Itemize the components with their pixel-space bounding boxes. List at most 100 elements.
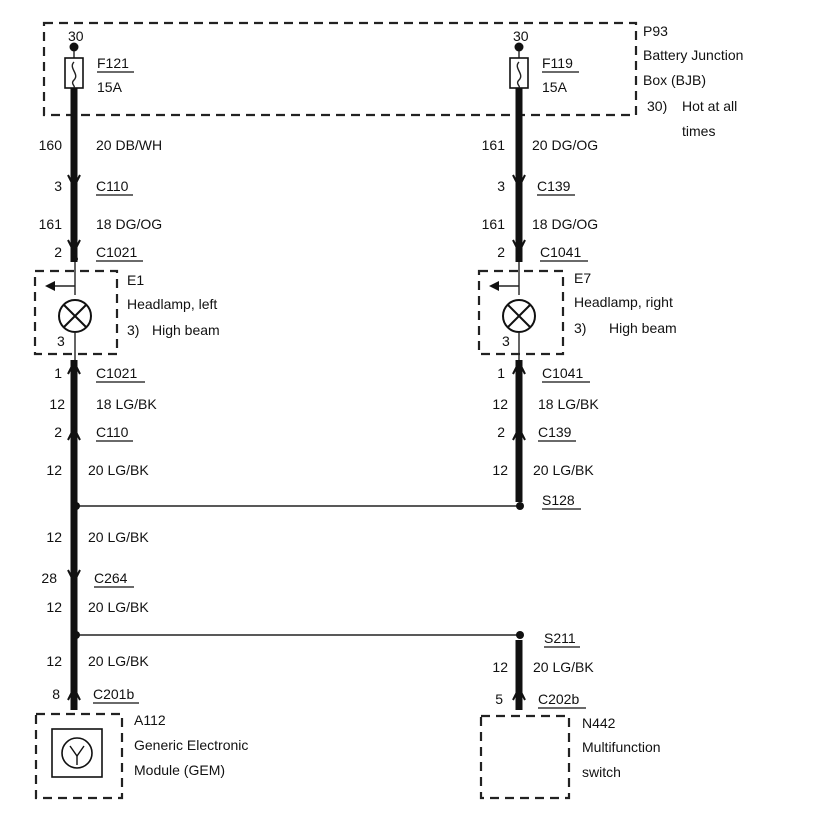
bjb-name-line2: Box (BJB): [643, 72, 706, 88]
fuse-f121-element: [71, 61, 77, 89]
left-connector-pin: 2: [54, 244, 62, 260]
left-connector-label: C110: [96, 424, 129, 440]
right-wire-label: 20 DG/OG: [532, 137, 598, 153]
left-connector-pin: 28: [41, 570, 57, 586]
gem-module-line2: Module (GEM): [134, 762, 225, 778]
headlamp-left-note: High beam: [152, 322, 220, 338]
fuse-f121-terminal: [69, 42, 79, 52]
splice-s128-left-dot: [72, 502, 80, 510]
left-wire-circuit: 12: [46, 529, 62, 545]
fuse-f119-rating: 15A: [542, 79, 568, 95]
left-connector-label: C110: [96, 178, 129, 194]
right-wire-circuit: 161: [482, 137, 506, 153]
bjb-note-num: 30): [647, 98, 667, 114]
splice-s211-right-dot: [516, 631, 524, 639]
gem-module-symbol-icon: [61, 737, 93, 769]
left-connector-pin: 3: [54, 178, 62, 194]
fuse-f119-pin: 30: [513, 28, 529, 44]
headlamp-left-note-num: 3): [127, 322, 139, 338]
left-connector-label: C264: [94, 570, 128, 586]
left-wire-circuit: 161: [39, 216, 63, 232]
headlamp-right-id: E7: [574, 270, 591, 286]
c1041-upper-connector-arrow: [512, 239, 526, 255]
headlamp-left-arrow: [45, 281, 55, 291]
gem-module-line1: Generic Electronic: [134, 737, 248, 753]
right-wire-circuit: 12: [492, 396, 508, 412]
battery-junction-box-outline: [42, 21, 638, 117]
right-connector-pin: 2: [497, 244, 505, 260]
left-wire-label: 20 LG/BK: [88, 529, 149, 545]
splice-s128-right-dot: [516, 502, 524, 510]
fuse-f119-element: [516, 61, 522, 89]
multifunction-switch-id: N442: [582, 715, 616, 731]
headlamp-right-pin: 3: [502, 333, 510, 349]
bjb-name-line1: Battery Junction: [643, 47, 743, 63]
right-connector-label: C139: [538, 424, 572, 440]
c139-connector-arrow: [512, 174, 526, 190]
splice-s128-label: S128: [542, 492, 575, 508]
right-wire-circuit: 12: [492, 659, 508, 675]
c264-connector-arrow: [67, 569, 81, 585]
gem-module-id: A112: [134, 712, 166, 728]
left-connector-label: C201b: [93, 686, 134, 702]
c139-lower-connector-arrow: [512, 425, 526, 441]
headlamp-left-pin: 3: [57, 333, 65, 349]
left-connector-pin: 2: [54, 424, 62, 440]
headlamp-right-note: High beam: [609, 320, 677, 336]
left-wire-label: 20 LG/BK: [88, 653, 149, 669]
c110-lower-connector-arrow: [67, 425, 81, 441]
c110-connector-arrow: [67, 174, 81, 190]
headlamp-right-arrow: [489, 281, 499, 291]
right-connector-label: C139: [537, 178, 571, 194]
multifunction-switch-line2: switch: [582, 764, 621, 780]
c1021-lower-connector-arrow: [67, 359, 81, 375]
headlamp-left-id: E1: [127, 272, 144, 288]
right-wire-label: 18 LG/BK: [538, 396, 599, 412]
c1021-upper-connector-arrow: [67, 239, 81, 255]
gem-module-outline: [34, 712, 124, 800]
left-wire-circuit: 160: [39, 137, 63, 153]
fuse-f121-pin: 30: [68, 28, 84, 44]
left-wire-label: 20 LG/BK: [88, 462, 149, 478]
splice-s211-left-dot: [72, 631, 80, 639]
left-wire-label: 20 DB/WH: [96, 137, 162, 153]
right-wire-circuit: 12: [492, 462, 508, 478]
right-connector-pin: 2: [497, 424, 505, 440]
left-wire-circuit: 12: [49, 396, 65, 412]
c201b-connector-arrow: [67, 685, 81, 701]
bjb-note-line1: Hot at all: [682, 98, 737, 114]
left-wire-circuit: 12: [46, 653, 62, 669]
right-connector-pin: 3: [497, 178, 505, 194]
c202b-connector-arrow: [512, 685, 526, 701]
splice-s211-label: S211: [544, 630, 576, 646]
left-wire-circuit: 12: [46, 599, 62, 615]
left-connector-label: C1021: [96, 244, 137, 260]
c1041-lower-connector-arrow: [512, 359, 526, 375]
multifunction-switch-outline: [479, 714, 571, 800]
gem-module-inner-box: [51, 728, 103, 778]
headlamp-right-outline: [477, 269, 565, 356]
left-connector-pin: 8: [52, 686, 60, 702]
right-connector-pin: 1: [497, 365, 505, 381]
left-wire-label: 20 LG/BK: [88, 599, 149, 615]
fuse-f119-id: F119: [542, 55, 573, 71]
fuse-f119-terminal: [514, 42, 524, 52]
left-wire-label: 18 LG/BK: [96, 396, 157, 412]
right-connector-label: C1041: [540, 244, 581, 260]
left-wire-circuit: 12: [46, 462, 62, 478]
left-connector-pin: 1: [54, 365, 62, 381]
left-connector-label: C1021: [96, 365, 137, 381]
headlamp-left-outline: [33, 269, 119, 356]
headlamp-left-name: Headlamp, left: [127, 296, 217, 312]
bjb-id: P93: [643, 23, 668, 39]
bjb-note-line2: times: [682, 123, 715, 139]
fuse-f121-id: F121: [97, 55, 129, 71]
right-connector-label: C202b: [538, 691, 579, 707]
right-wire-label: 20 LG/BK: [533, 462, 594, 478]
right-wire-label: 20 LG/BK: [533, 659, 594, 675]
right-wire-circuit: 161: [482, 216, 506, 232]
right-connector-label: C1041: [542, 365, 583, 381]
headlamp-right-name: Headlamp, right: [574, 294, 673, 310]
left-wire-label: 18 DG/OG: [96, 216, 162, 232]
